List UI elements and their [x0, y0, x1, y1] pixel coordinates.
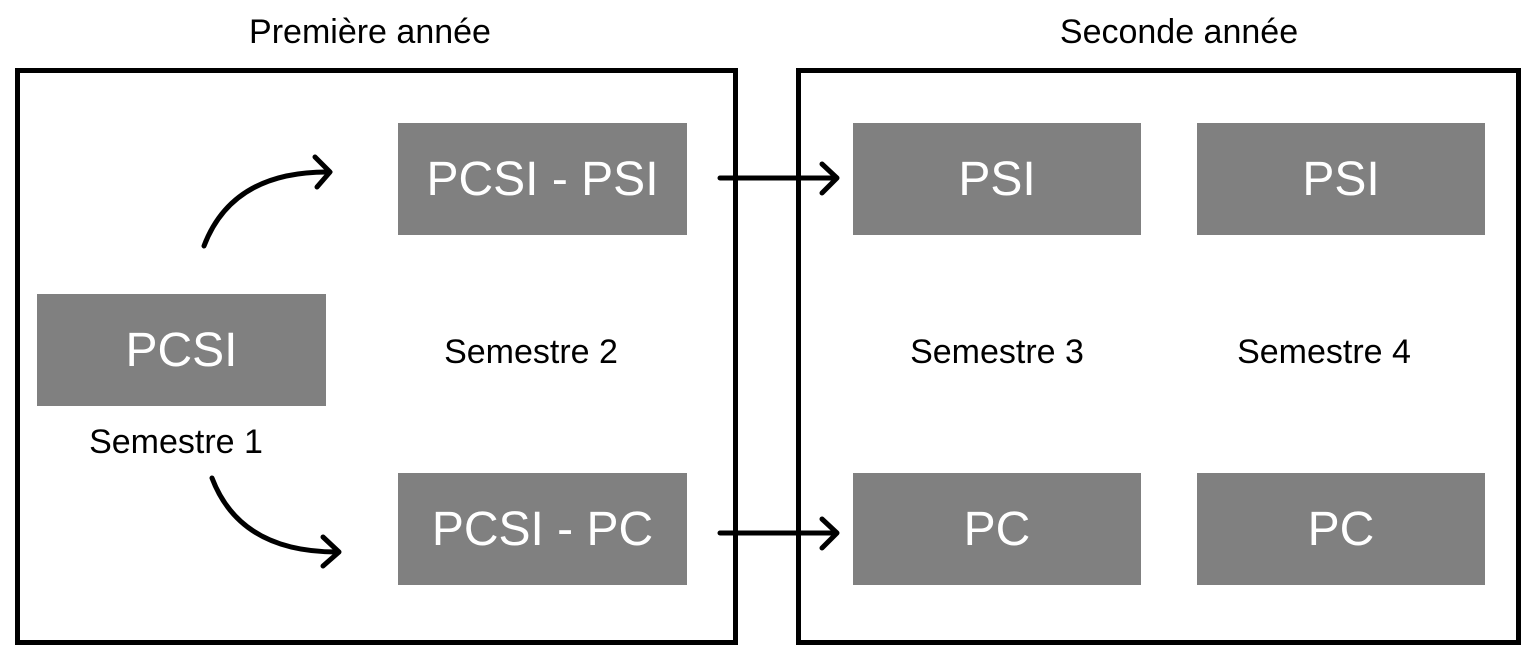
psi-semester4-node: PSI: [1197, 123, 1485, 235]
pcsi-pc-node: PCSI - PC: [398, 473, 687, 585]
pcsi-node: PCSI: [37, 294, 326, 406]
psi-semester3-node: PSI: [853, 123, 1141, 235]
semester-2-label: Semestre 2: [444, 333, 618, 371]
arrow-pcsi-to-pcsi-pc: [209, 475, 340, 555]
semester-3-label: Semestre 3: [910, 333, 1084, 371]
arrowhead-pcsi-pc-to-pc: [819, 516, 840, 551]
pc-semester4-node: PC: [1197, 473, 1485, 585]
arrowhead-pcsi-to-pcsi-psi: [312, 154, 333, 190]
first-year-heading: Première année: [249, 13, 491, 51]
pcsi-psi-node: PCSI - PSI: [398, 123, 687, 235]
arrowhead-pcsi-to-pcsi-pc: [320, 534, 342, 569]
semester-1-label: Semestre 1: [89, 423, 263, 461]
pc-semester3-node: PC: [853, 473, 1141, 585]
arrowhead-pcsi-psi-to-psi: [819, 161, 840, 196]
second-year-heading: Seconde année: [1059, 13, 1299, 51]
first-year-frame: [15, 68, 738, 645]
arrow-pcsi-to-pcsi-psi: [201, 169, 330, 249]
semester-4-label: Semestre 4: [1237, 333, 1411, 371]
second-year-frame: [796, 68, 1521, 645]
